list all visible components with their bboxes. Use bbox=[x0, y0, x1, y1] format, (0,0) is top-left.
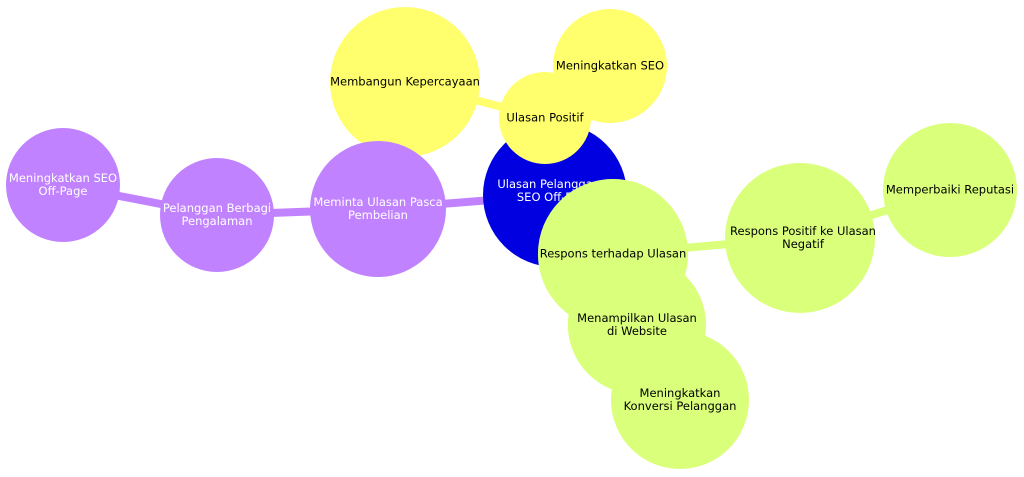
label-fix-reputation: Memperbaiki Reputasi bbox=[885, 182, 1015, 197]
label-increase-conversion: Meningkatkan Konversi Pelanggan bbox=[623, 386, 737, 413]
label-respond-reviews: Respons terhadap Ulasan bbox=[539, 246, 687, 261]
node-request-reviews bbox=[310, 141, 446, 277]
node-positive-reviews bbox=[499, 72, 591, 164]
node-improve-seo-offpage bbox=[6, 128, 120, 242]
label-build-trust: Membangun Kepercayaan bbox=[330, 74, 480, 89]
label-customers-share: Pelanggan Berbagi Pengalaman bbox=[162, 201, 272, 228]
label-request-reviews: Meminta Ulasan Pasca Pembelian bbox=[313, 195, 443, 222]
label-positive-response-negative: Respons Positif ke Ulasan Negatif bbox=[730, 224, 876, 251]
node-fix-reputation bbox=[883, 123, 1017, 257]
node-build-trust bbox=[330, 7, 480, 157]
label-improve-seo: Meningkatkan SEO bbox=[555, 58, 665, 73]
label-show-reviews-website: Menampilkan Ulasan di Website bbox=[577, 311, 697, 338]
label-center: Ulasan Pelanggan & SEO Off-Page bbox=[497, 177, 613, 204]
label-improve-seo-offpage: Meningkatkan SEO Off-Page bbox=[8, 171, 118, 198]
node-customers-share bbox=[160, 158, 274, 272]
label-positive-reviews: Ulasan Positif bbox=[506, 110, 584, 125]
node-positive-response-negative bbox=[725, 163, 875, 313]
